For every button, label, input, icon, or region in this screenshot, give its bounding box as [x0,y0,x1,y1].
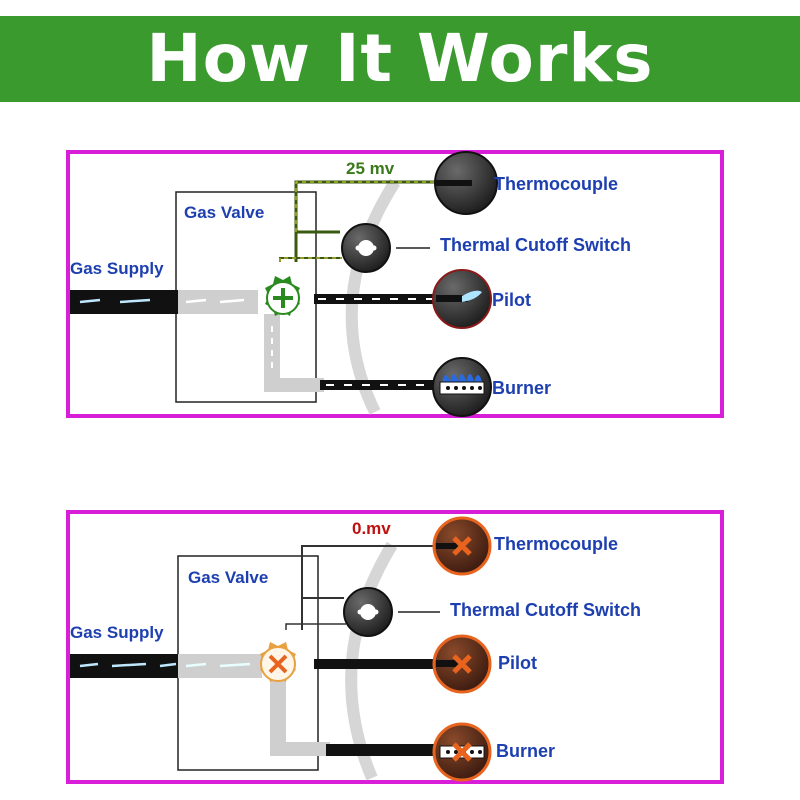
x-icon [432,516,492,576]
x-icon [432,634,492,694]
component-label-thermal-cutoff: Thermal Cutoff Switch [450,600,641,620]
millivolt-reading: 25 mv [346,159,395,178]
component-label-pilot: Pilot [498,653,537,673]
gas-valve-label: Gas Valve [188,568,268,587]
pilot-flame-icon [432,269,492,329]
switch-icon [341,223,391,273]
panel-frame [66,510,724,784]
x-icon [260,642,296,682]
gas-valve-label: Gas Valve [184,203,264,222]
pilot-line [314,659,442,669]
component-label-thermal-cutoff: Thermal Cutoff Switch [440,235,631,255]
burner-feed-pipe [270,680,286,756]
component-label-thermocouple: Thermocouple [494,534,618,554]
x-icon [432,722,492,782]
plus-icon [265,276,300,316]
panel-failed: Gas Valve Gas Supply 0.mv Thermocouple [66,510,724,784]
panel-working: Gas Valve Gas Supply 25 mv [66,150,724,418]
page-title: How It Works [146,20,654,97]
thermocouple-icon [434,151,498,215]
burner-flame-icon [432,357,492,417]
header-banner [0,16,800,102]
component-label-burner: Burner [496,741,555,761]
gas-supply-label: Gas Supply [70,623,164,642]
gas-flow-marks [79,298,151,304]
component-label-pilot: Pilot [492,290,531,310]
component-label-burner: Burner [492,378,551,398]
burner-line [320,380,438,390]
burner-line [326,744,442,756]
millivolt-reading: 0.mv [352,519,391,538]
component-label-thermocouple: Thermocouple [494,174,618,194]
thermocouple-wire [301,545,446,630]
gas-supply-label: Gas Supply [70,259,164,278]
switch-icon [343,587,393,637]
